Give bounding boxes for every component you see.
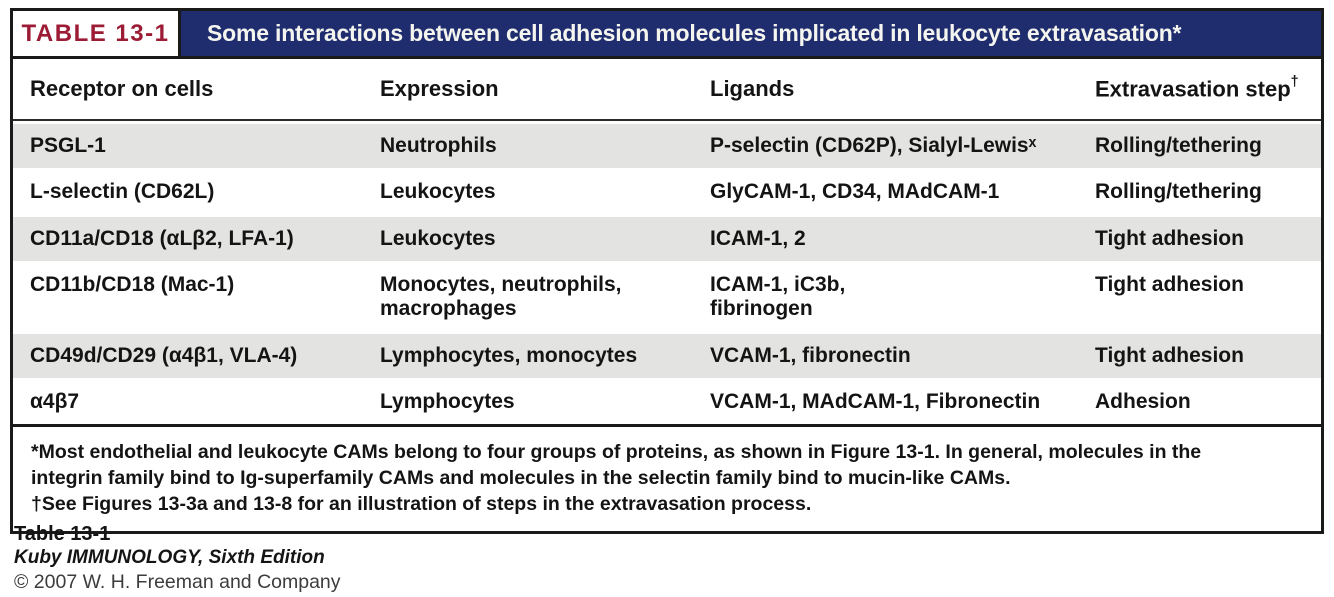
caption-book-title: Kuby IMMUNOLOGY, Sixth Edition — [14, 547, 325, 568]
ligands-cell: GlyCAM-1, CD34, MAdCAM-1 — [710, 180, 1000, 203]
expression-cell: Monocytes, neutrophils, macrophages — [380, 273, 622, 320]
receptor-cell: CD49d/CD29 (α4β1, VLA-4) — [30, 344, 298, 367]
step-cell: Tight adhesion — [1095, 344, 1244, 367]
table-row: CD11a/CD18 (αLβ2, LFA-1) Leukocytes ICAM… — [13, 214, 1321, 263]
column-header-receptor: Receptor on cells — [30, 76, 214, 101]
dagger-superscript: † — [1290, 74, 1299, 91]
receptor-cell: CD11a/CD18 (αLβ2, LFA-1) — [30, 227, 294, 250]
ligands-cell: P-selectin (CD62P), Sialyl-Lewisˣ — [710, 134, 1037, 157]
ligands-cell: ICAM-1, 2 — [710, 227, 806, 250]
caption-table-number: Table 13-1 — [14, 523, 111, 545]
table-row: α4β7 Lymphocytes VCAM-1, MAdCAM-1, Fibro… — [13, 380, 1321, 424]
ligands-cell: VCAM-1, fibronectin — [710, 344, 911, 367]
column-header-expression: Expression — [380, 76, 499, 101]
column-header-step: Extravasation step† — [1095, 74, 1321, 102]
column-header-ligands: Ligands — [710, 76, 795, 101]
table-row: CD49d/CD29 (α4β1, VLA-4) Lymphocytes, mo… — [13, 331, 1321, 380]
receptor-cell: PSGL-1 — [30, 134, 106, 157]
receptor-cell: L-selectin (CD62L) — [30, 180, 215, 203]
table-row: PSGL-1 Neutrophils P-selectin (CD62P), S… — [13, 121, 1321, 170]
expression-cell: Lymphocytes, monocytes — [380, 344, 638, 367]
step-cell: Rolling/tethering — [1095, 180, 1262, 203]
table-body: PSGL-1 Neutrophils P-selectin (CD62P), S… — [13, 121, 1321, 424]
step-cell: Rolling/tethering — [1095, 134, 1262, 157]
column-header-row: Receptor on cells Expression Ligands Ext… — [13, 59, 1321, 121]
column-header-step-label: Extravasation step — [1095, 76, 1291, 102]
step-cell: Tight adhesion — [1095, 273, 1244, 296]
footnote-dagger: †See Figures 13-3a and 13-8 for an illus… — [31, 493, 812, 515]
step-cell: Tight adhesion — [1095, 227, 1244, 250]
table-title-bar: TABLE 13-1 Some interactions between cel… — [13, 11, 1321, 59]
expression-cell: Neutrophils — [380, 134, 497, 157]
receptor-cell: CD11b/CD18 (Mac-1) — [30, 273, 235, 296]
step-cell: Adhesion — [1095, 390, 1191, 413]
expression-cell: Leukocytes — [380, 227, 496, 250]
ligands-cell: ICAM-1, iC3b, fibrinogen — [710, 273, 846, 320]
table-13-1: TABLE 13-1 Some interactions between cel… — [10, 8, 1324, 534]
expression-cell: Lymphocytes — [380, 390, 515, 413]
table-footnotes: *Most endothelial and leukocyte CAMs bel… — [13, 424, 1321, 531]
figure-caption: Table 13-1 Kuby IMMUNOLOGY, Sixth Editio… — [14, 522, 341, 595]
ligands-cell: VCAM-1, MAdCAM-1, Fibronectin — [710, 390, 1041, 413]
expression-cell: Leukocytes — [380, 180, 496, 203]
table-number-label: TABLE 13-1 — [13, 11, 181, 56]
table-title-text: Some interactions between cell adhesion … — [181, 11, 1321, 56]
caption-copyright: © 2007 W. H. Freeman and Company — [14, 571, 341, 593]
table-row: L-selectin (CD62L) Leukocytes GlyCAM-1, … — [13, 170, 1321, 214]
table-row: CD11b/CD18 (Mac-1) Monocytes, neutrophil… — [13, 263, 1321, 331]
receptor-cell: α4β7 — [30, 390, 80, 413]
footnote-asterisk: *Most endothelial and leukocyte CAMs bel… — [31, 441, 1202, 489]
